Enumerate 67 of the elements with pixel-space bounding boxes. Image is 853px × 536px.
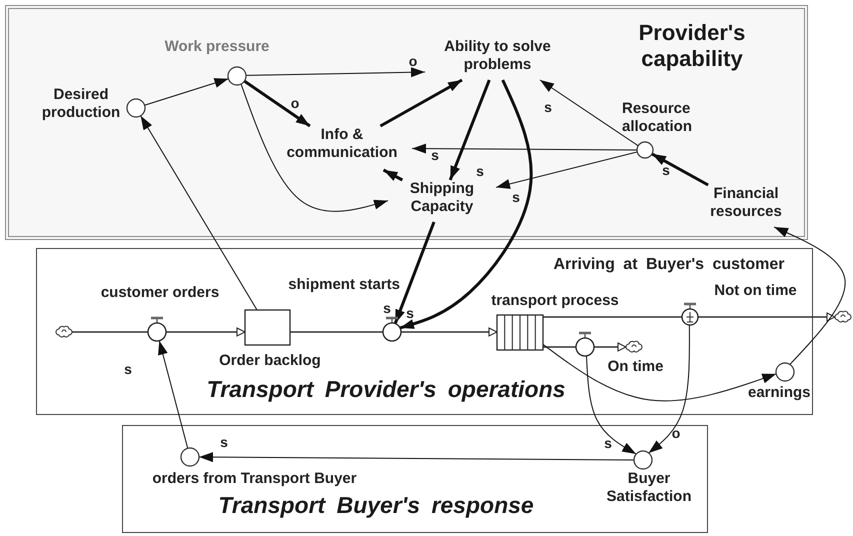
polarity-label: s [511, 189, 521, 206]
causal-link [540, 80, 639, 146]
flow-pipe [543, 316, 682, 318]
polarity-label: s [661, 162, 671, 178]
polarity-label: s [475, 163, 485, 180]
causal-link [198, 452, 634, 462]
polarity-label: o [670, 425, 682, 442]
variable-label: customer orders [100, 284, 220, 302]
flow-pipe [698, 312, 836, 322]
variable-label: Resource allocation [622, 100, 694, 136]
sector-panel [122, 425, 708, 533]
causal-link [382, 168, 404, 182]
sector-panel [36, 248, 813, 415]
flow-pipe [594, 342, 626, 352]
variable-label: earnings [748, 384, 810, 402]
variable-label: shipment starts [287, 276, 400, 294]
causal-link [244, 80, 311, 128]
causal-link [245, 67, 426, 78]
causal-link [412, 144, 638, 154]
polarity-label: s [123, 361, 133, 378]
panel-heading: Transport Provider's operations [206, 376, 566, 403]
flow-pipe [543, 346, 576, 348]
variable-label: orders from Transport Buyer [151, 470, 358, 488]
variable-label: Info & communication [272, 126, 412, 170]
causal-link [586, 355, 637, 455]
variable-label: Ability to solve problems [425, 38, 570, 80]
sector-panel [5, 5, 808, 240]
causal-link [380, 78, 463, 128]
causal-link [496, 151, 638, 189]
variable-label: Financial resources [696, 185, 796, 227]
causal-link [394, 221, 436, 324]
polarity-label: s [219, 434, 229, 450]
polarity-label: s [543, 99, 553, 116]
variable-label: transport process [490, 292, 620, 310]
polarity-label: s [430, 147, 440, 164]
causal-link [240, 84, 388, 212]
causal-link [140, 115, 258, 310]
variable-label: Order backlog [218, 352, 322, 370]
panel-heading: Provider's capability [638, 20, 746, 72]
cloud-icon [625, 340, 643, 354]
panel-heading: Transport Buyer's response [217, 492, 535, 519]
flow-pipe [72, 331, 148, 333]
causal-link [448, 79, 491, 181]
polarity-label: s [405, 305, 415, 322]
polarity-label: s [382, 300, 392, 316]
causal-link [400, 79, 533, 330]
cloud-icon [834, 310, 852, 324]
causal-link [651, 152, 709, 186]
polarity-label: o [408, 53, 418, 70]
causal-link [648, 324, 690, 454]
variable-label: Shipping Capacity [388, 180, 496, 222]
variable-label: Work pressure [164, 38, 270, 56]
polarity-label: o [290, 95, 300, 112]
causal-link [158, 340, 188, 449]
cloud-icon [55, 325, 73, 339]
variable-label: On time [606, 358, 664, 376]
causal-link [774, 226, 846, 365]
flow-pipe [290, 331, 383, 333]
flow-pipe [401, 328, 498, 336]
variable-label: Buyer Satisfaction [605, 470, 693, 506]
section-note: Arriving at Buyer's customer [552, 256, 786, 275]
polarity-label: s [603, 435, 613, 452]
flow-pipe [166, 328, 246, 336]
variable-label: Not on time [713, 282, 798, 300]
variable-label: Desired production [40, 86, 122, 122]
causal-link [542, 344, 777, 402]
causal-link [144, 78, 229, 106]
